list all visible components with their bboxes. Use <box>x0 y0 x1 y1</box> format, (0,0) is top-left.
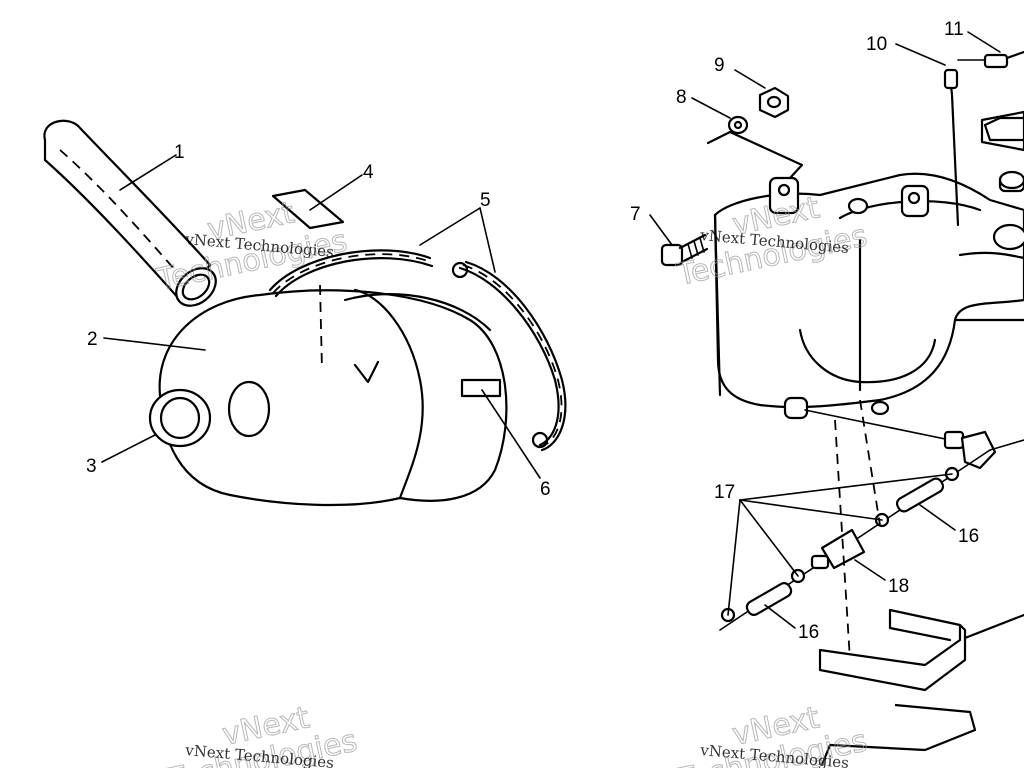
drain-hoses <box>268 249 567 452</box>
leader-lines <box>101 31 1001 629</box>
callout-1: 1 <box>174 142 185 163</box>
callout-5: 5 <box>480 190 491 211</box>
callout-7: 7 <box>630 204 641 225</box>
callout-18: 18 <box>888 576 909 597</box>
mount-bracket <box>818 399 1024 766</box>
air-box <box>148 284 508 507</box>
fuel-fittings <box>719 409 1024 631</box>
intake-hose <box>43 119 217 307</box>
callout-10: 10 <box>866 34 887 55</box>
callout-16-top: 16 <box>958 526 979 547</box>
callout-3: 3 <box>86 456 97 477</box>
callout-9: 9 <box>714 55 725 76</box>
callout-8: 8 <box>676 87 687 108</box>
callout-4: 4 <box>363 162 374 183</box>
callout-2: 2 <box>87 329 98 350</box>
decal <box>271 188 345 230</box>
callout-16-bottom: 16 <box>798 622 819 643</box>
nut <box>758 86 790 119</box>
oil-tank <box>713 110 1024 420</box>
bolt <box>660 233 709 267</box>
callout-labels: 1 2 3 4 5 6 7 8 9 10 11 16 17 18 16 <box>86 19 979 643</box>
callout-17: 17 <box>714 482 735 503</box>
callout-6: 6 <box>540 479 551 500</box>
callout-11: 11 <box>944 19 964 40</box>
washer <box>727 115 749 135</box>
